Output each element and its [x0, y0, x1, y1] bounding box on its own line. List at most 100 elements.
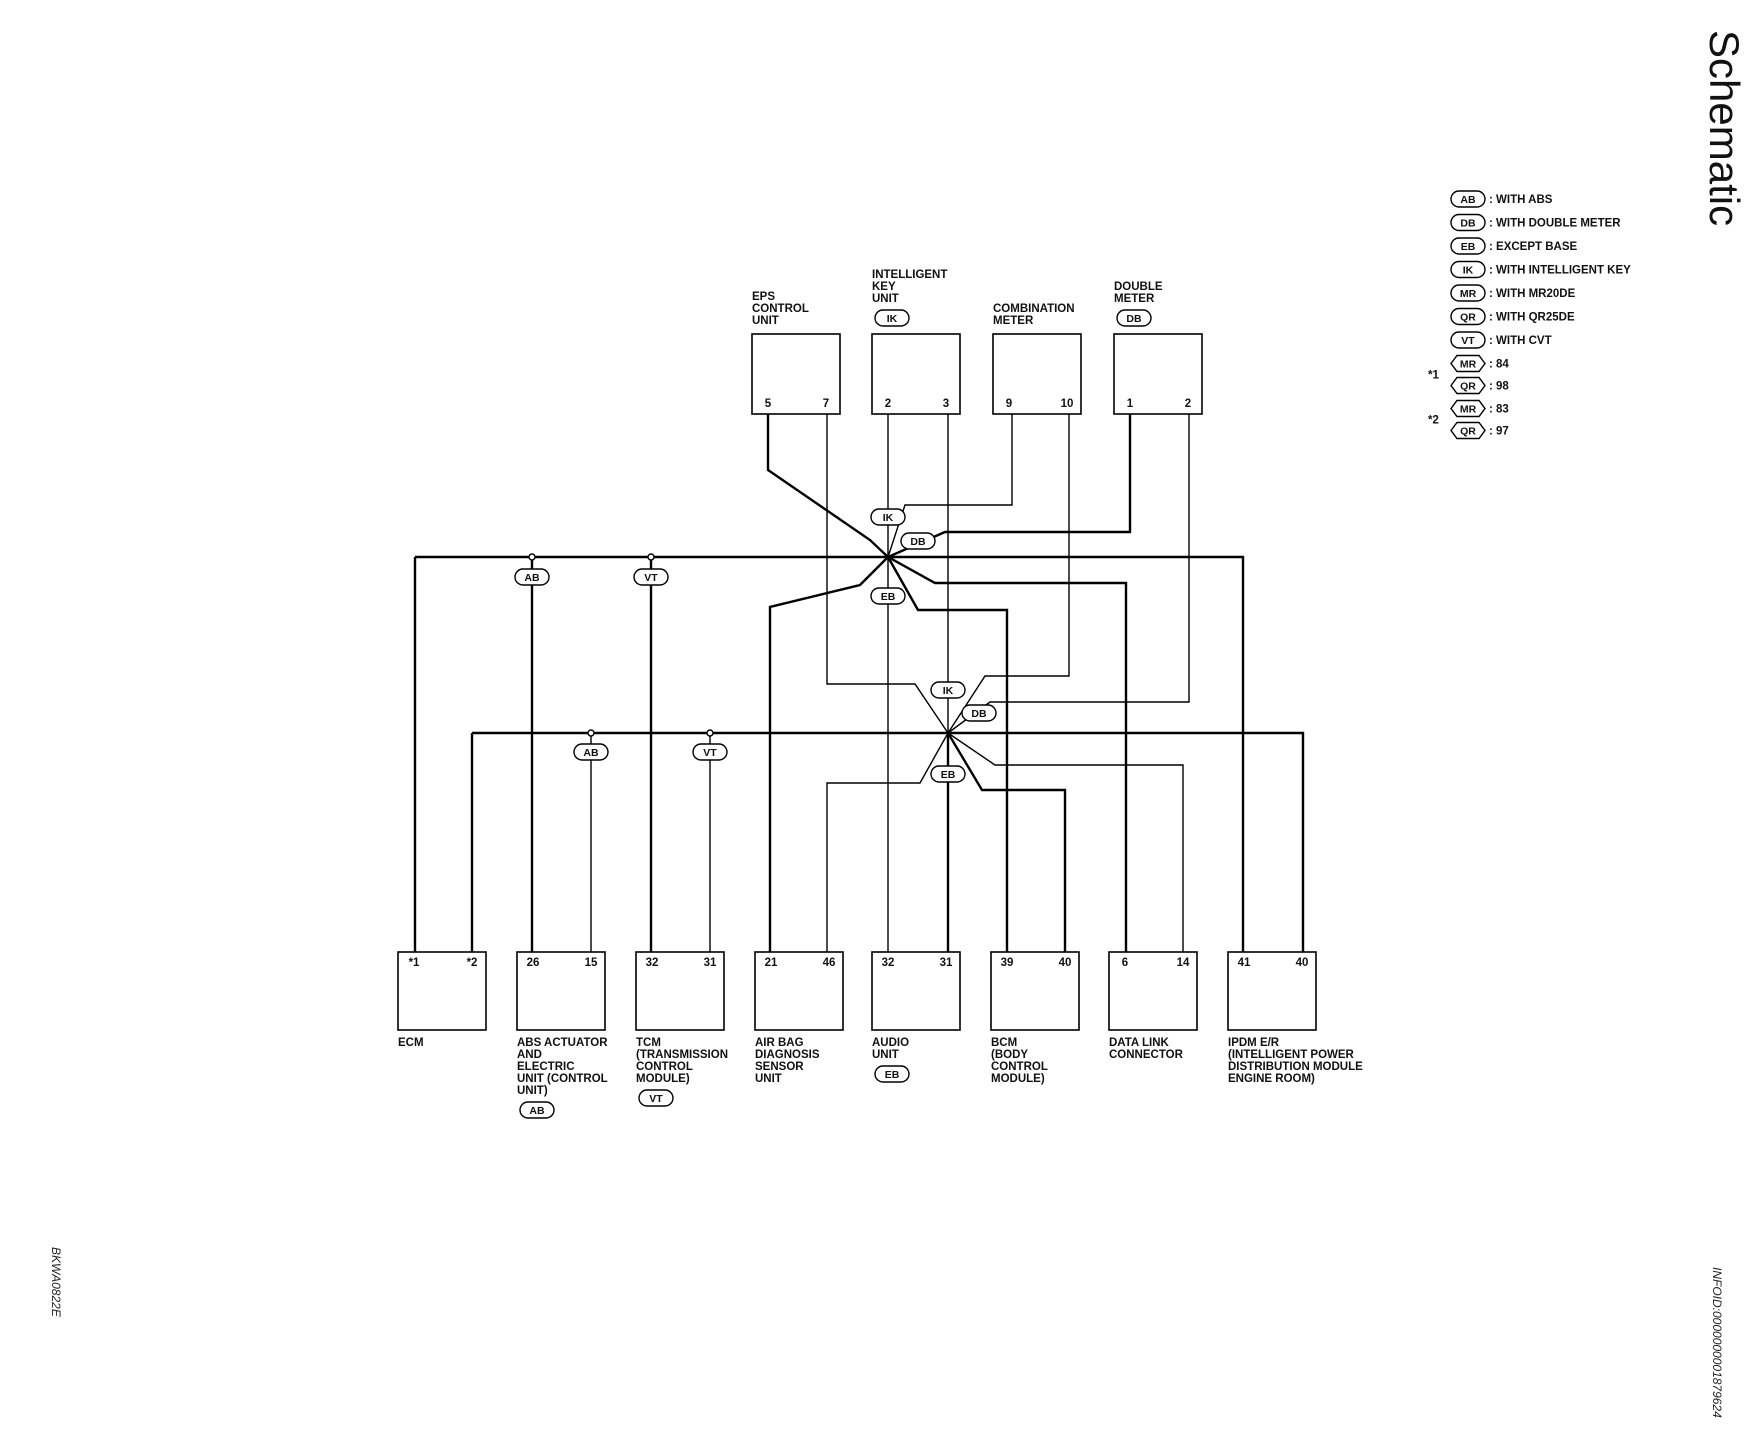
pin-tcm-a: 32 — [646, 957, 659, 969]
label-abs-4: UNIT) — [517, 1085, 548, 1097]
label-bcm-0: BCM — [991, 1037, 1017, 1049]
legend-tag-mr: MR — [1450, 284, 1486, 302]
upper-star-dlc — [887, 555, 1128, 952]
pin-ipdm-b: 40 — [1296, 957, 1309, 969]
lower-star-airbag — [826, 732, 949, 952]
lower-star-dlc — [947, 732, 1184, 952]
footnote-1-tag-qr: QR — [1450, 376, 1486, 395]
label-abs-3: UNIT (CONTROL — [517, 1073, 608, 1085]
wire-tag-lower-ab-label: AB — [583, 747, 599, 759]
pin-audio-a: 32 — [882, 957, 895, 969]
wire-tag-lower-eb: EB — [930, 765, 966, 783]
unit-tag-audio-label: EB — [885, 1069, 900, 1081]
label-ipdm-2: DISTRIBUTION MODULE — [1228, 1061, 1363, 1073]
figure-code: BKWA0822E — [49, 1247, 63, 1318]
footnote-1-tag-qr-label: QR — [1460, 381, 1476, 393]
lower-star-eps — [826, 414, 949, 734]
info-id: INFOID:0000000001879624 — [1710, 1267, 1724, 1418]
legend-tag-qr-label: QR — [1460, 312, 1476, 324]
pin-abs-a: 26 — [527, 957, 540, 969]
legend-text-vt: : WITH CVT — [1489, 335, 1552, 347]
pin-tcm-b: 31 — [704, 957, 717, 969]
wire-tag-upper-db: DB — [900, 532, 936, 550]
unit-tag-ikey-label: IK — [887, 313, 898, 325]
label-eps-2: UNIT — [752, 315, 779, 327]
unit-tag-tcm: VT — [638, 1089, 674, 1107]
pin-airbag-a: 21 — [765, 957, 778, 969]
label-audio-1: UNIT — [872, 1049, 899, 1061]
can-line-lower — [470, 731, 1305, 952]
legend-tag-ab-label: AB — [1460, 194, 1476, 206]
legend-text-db: : WITH DOUBLE METER — [1489, 218, 1621, 230]
unit-tag-ikey: IK — [874, 309, 910, 327]
label-bcm-1: (BODY — [991, 1049, 1028, 1061]
legend-tag-db-label: DB — [1460, 218, 1476, 230]
wire-tag-upper-eb: EB — [870, 587, 906, 605]
unit-tag-abs-label: AB — [529, 1105, 545, 1117]
label-combo-1: METER — [993, 315, 1034, 327]
pin-airbag-b: 46 — [823, 957, 836, 969]
label-ipdm-0: IPDM E/R — [1228, 1037, 1280, 1049]
legend-text-ab: : WITH ABS — [1489, 194, 1553, 206]
legend-text-eb: : EXCEPT BASE — [1489, 241, 1578, 253]
label-dlc-0: DATA LINK — [1109, 1037, 1170, 1049]
pin-combo-b: 10 — [1061, 398, 1074, 410]
unit-tag-abs: AB — [519, 1101, 555, 1119]
legend-text-qr: : WITH QR25DE — [1489, 312, 1575, 324]
label-eps-1: CONTROL — [752, 303, 809, 315]
legend-tag-ik: IK — [1450, 260, 1486, 279]
pin-dmeter-a: 1 — [1127, 398, 1134, 410]
legend-tag-mr-label: MR — [1460, 288, 1477, 300]
label-audio-0: AUDIO — [872, 1037, 909, 1049]
footnote-2-tag-qr: QR — [1450, 421, 1486, 440]
label-ipdm-3: ENGINE ROOM) — [1228, 1073, 1315, 1085]
upper-star-bcm — [886, 556, 1009, 952]
pin-dlc-a: 6 — [1122, 957, 1128, 969]
legend-tag-vt-label: VT — [1461, 335, 1475, 347]
pin-dmeter-b: 2 — [1185, 398, 1191, 410]
label-ikey-2: UNIT — [872, 293, 899, 305]
label-combo-0: COMBINATION — [993, 303, 1075, 315]
unit-tag-tcm-label: VT — [649, 1093, 663, 1105]
wire-tag-lower-eb-label: EB — [941, 769, 956, 781]
pin-abs-b: 15 — [585, 957, 598, 969]
label-airbag-3: UNIT — [755, 1073, 782, 1085]
label-airbag-2: SENSOR — [755, 1061, 804, 1073]
pin-ikey-a: 2 — [885, 398, 891, 410]
footnote-mark-1: *1 — [1428, 370, 1439, 382]
wire-tag-lower-ik: IK — [930, 681, 966, 699]
wire-tag-upper-ab-label: AB — [524, 572, 540, 584]
pin-ecm-a: *1 — [409, 957, 420, 969]
legend-tag-db: DB — [1450, 213, 1486, 232]
label-airbag-1: DIAGNOSIS — [755, 1049, 820, 1061]
label-tcm-2: CONTROL — [636, 1061, 693, 1073]
label-ikey-1: KEY — [872, 281, 896, 293]
can-line-upper — [413, 555, 1245, 952]
footnote-1-tag-mr-label: MR — [1460, 359, 1477, 371]
wire-tag-upper-vt: VT — [633, 568, 669, 586]
legend-text-mr: : WITH MR20DE — [1489, 288, 1576, 300]
label-tcm-3: MODULE) — [636, 1073, 690, 1085]
footnote-2-tag-qr-label: QR — [1460, 426, 1476, 438]
label-airbag-0: AIR BAG — [755, 1037, 804, 1049]
legend-text-ik: : WITH INTELLIGENT KEY — [1489, 265, 1631, 277]
wire-tag-lower-ik-label: IK — [943, 685, 954, 697]
label-abs-2: ELECTRIC — [517, 1061, 575, 1073]
pin-combo-a: 9 — [1006, 398, 1012, 410]
label-bcm-3: MODULE) — [991, 1073, 1045, 1085]
label-dmeter-0: DOUBLE — [1114, 281, 1163, 293]
label-dlc-1: CONNECTOR — [1109, 1049, 1184, 1061]
label-dmeter-1: METER — [1114, 293, 1155, 305]
